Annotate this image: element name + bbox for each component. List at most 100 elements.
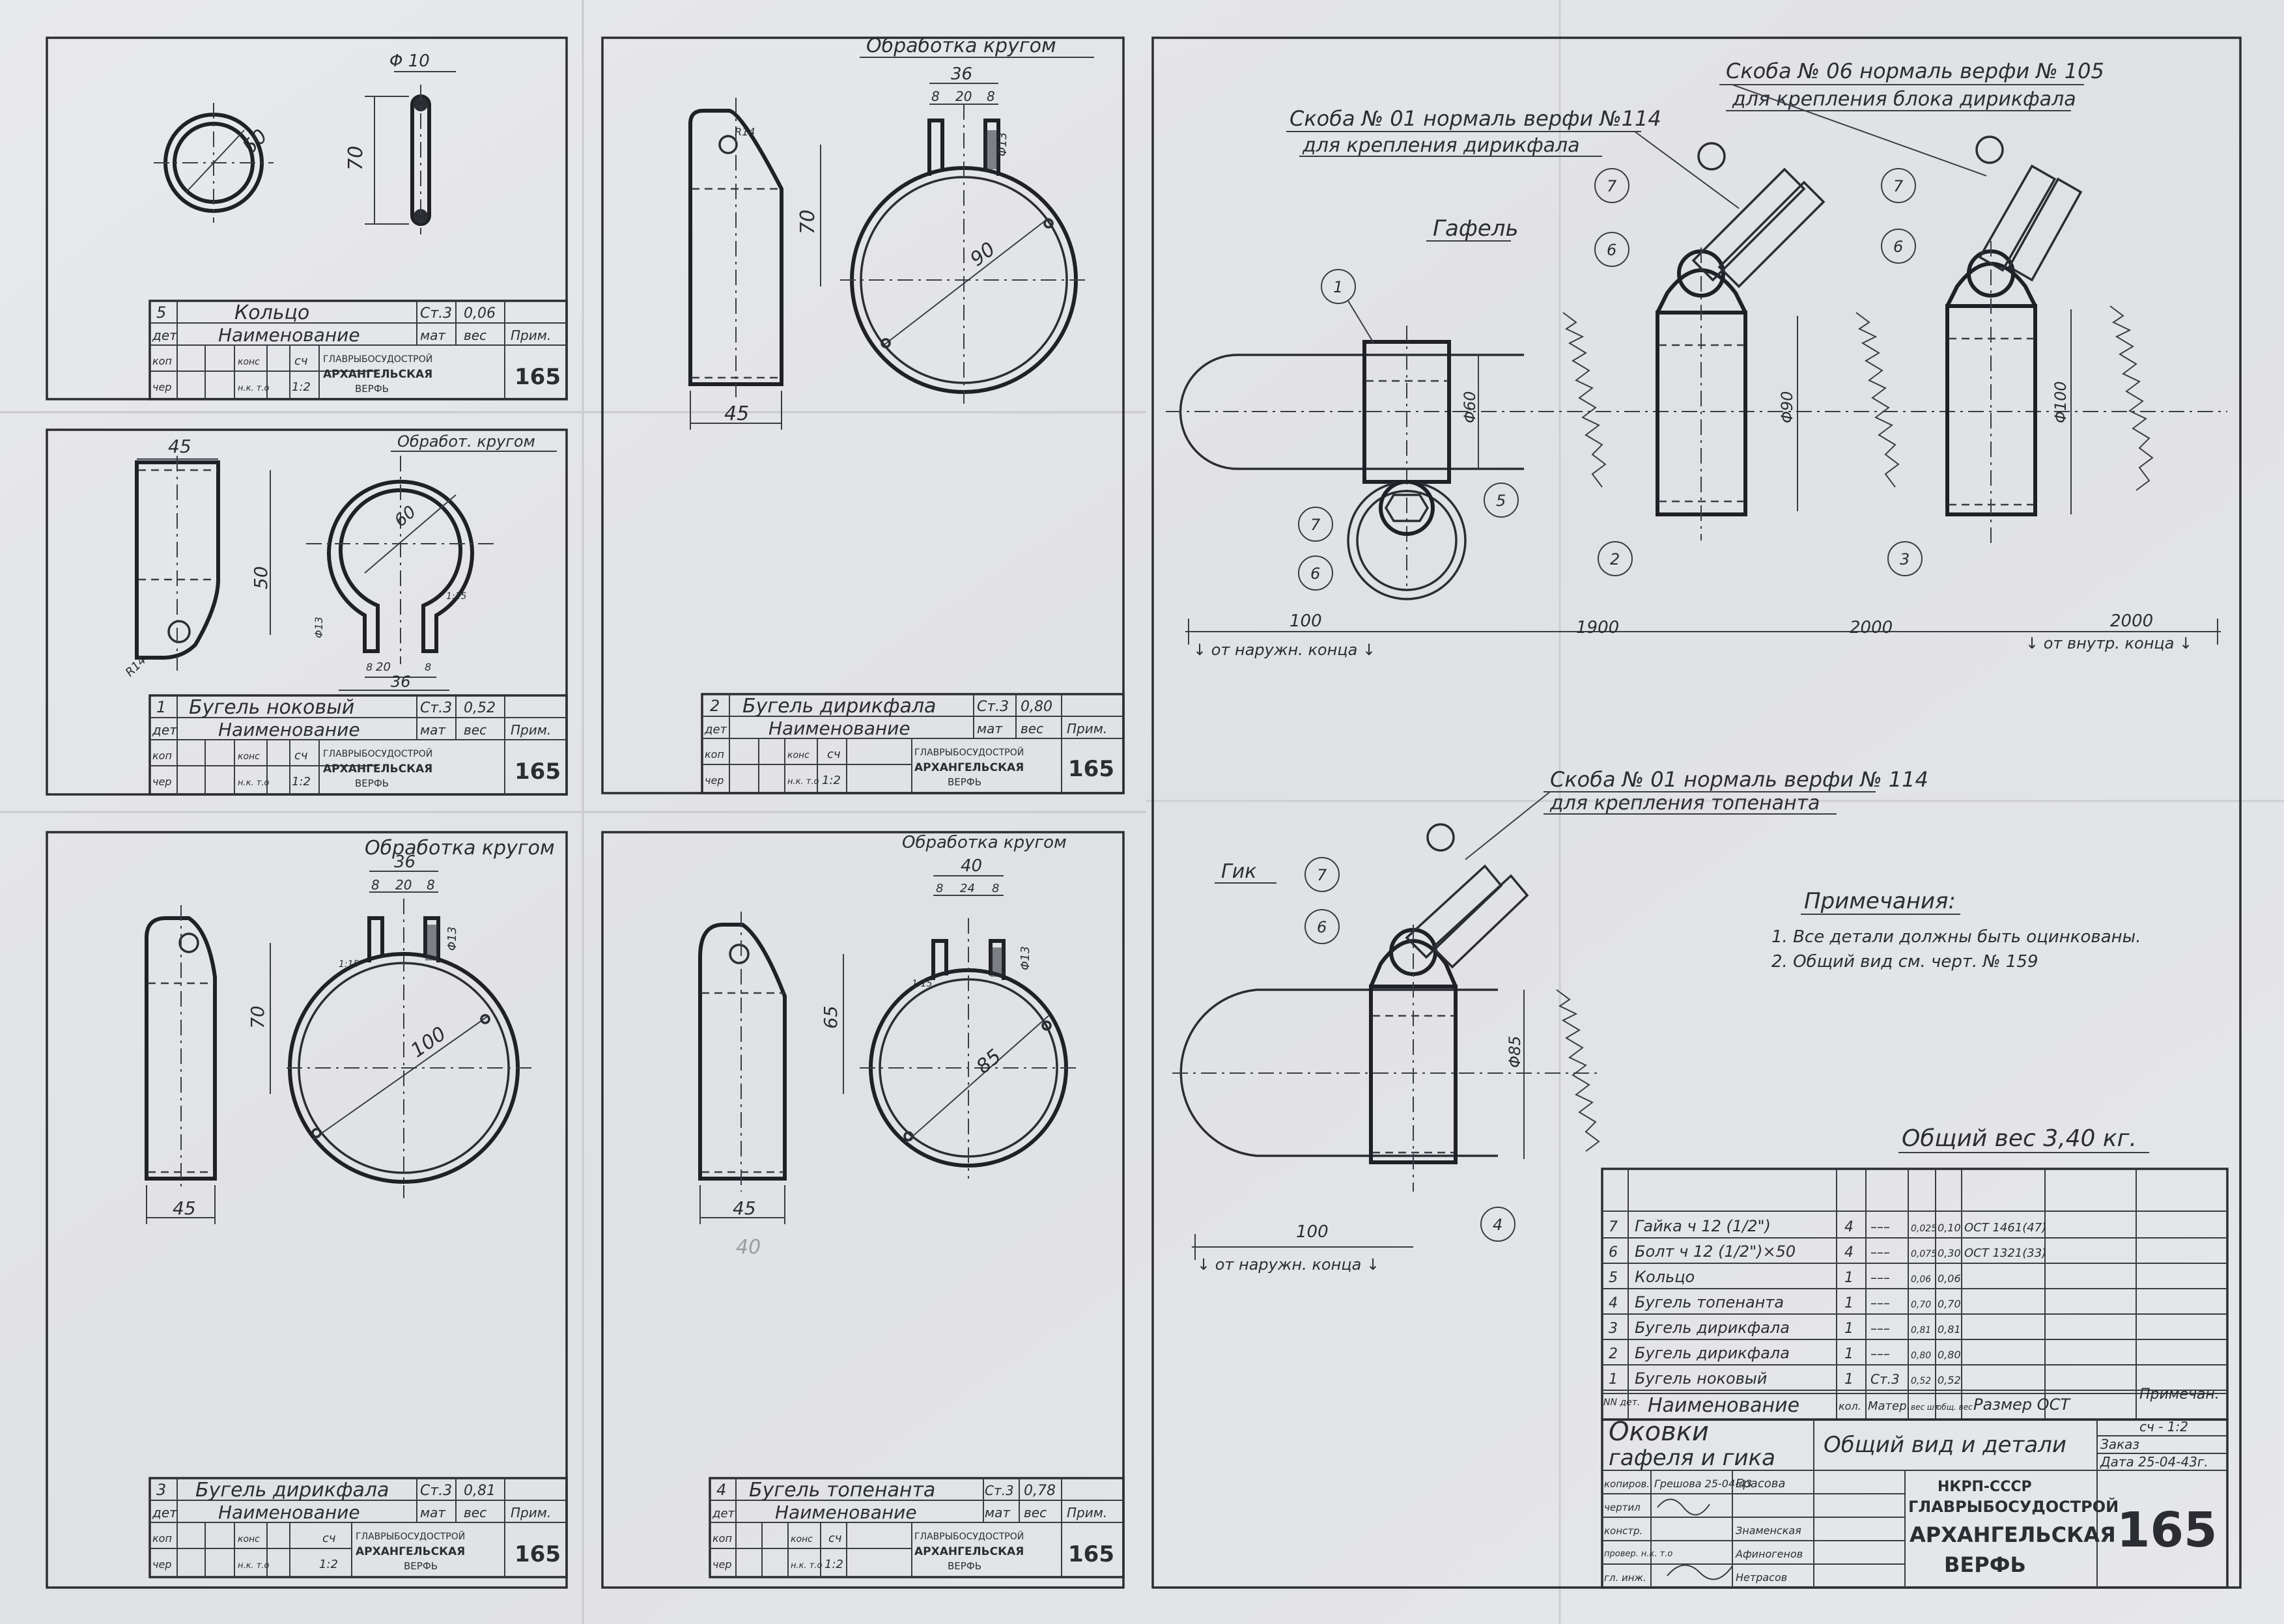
signer-name: Нетрасов xyxy=(1736,1571,1787,1584)
bom-header: общ. вес xyxy=(1937,1403,1973,1412)
stamp-label: чер xyxy=(712,1558,731,1571)
panel-part-5: 50 70 Φ 10 5 Кольцо Ст.3 0, xyxy=(46,36,568,400)
stamp-label: конс xyxy=(791,1534,813,1545)
balloon: 7 xyxy=(1298,507,1333,542)
stamp-part-no: 2 xyxy=(710,697,720,715)
balloon: 1 xyxy=(1321,269,1356,304)
callout-text: для крепления дирикфала xyxy=(1302,134,1580,157)
note-item: 1. Все детали должны быть оцинкованы. xyxy=(1771,927,2141,947)
stamp-label: н.к. т.о xyxy=(238,384,269,393)
bracket-side-view xyxy=(135,460,220,660)
svg-text:7: 7 xyxy=(1317,866,1327,884)
dim-text: 70 xyxy=(247,1005,268,1029)
svg-text:6: 6 xyxy=(1317,918,1327,936)
stamp-label: Наименование xyxy=(218,324,360,346)
ref-note: ↓ от наружн. конца ↓ xyxy=(1193,641,1375,659)
dim-text: Φ100 xyxy=(2051,381,2070,423)
bom-cell-name: Кольцо xyxy=(1635,1268,1695,1286)
balloon: 6 xyxy=(1881,229,1916,264)
stamp-org: ВЕРФЬ xyxy=(355,777,389,789)
dim-text: Φ13 xyxy=(996,132,1009,156)
title-stamp: 4 Бугель топенанта Ст.3 0,78 дет Наимено… xyxy=(709,1477,1125,1578)
dim-text: 8 xyxy=(427,877,435,893)
dim-text: 45 xyxy=(168,436,191,457)
role-label: чертил xyxy=(1604,1502,1641,1513)
stamp-org: ГЛАВРЫБОСУДОСТРОЙ xyxy=(914,1530,1024,1542)
stamp-label: сч xyxy=(294,354,308,368)
order-label: Заказ xyxy=(2100,1436,2139,1452)
bom-cell-mat: ––– xyxy=(1870,1295,1890,1311)
stamp-label: сч xyxy=(294,749,308,763)
stamp-label: Прим. xyxy=(511,1505,551,1520)
signer-name: Афиногенов xyxy=(1735,1548,1803,1560)
bom-cell-qty: 4 xyxy=(1844,1244,1854,1261)
stamp-label: конс xyxy=(787,750,810,761)
balloon: 6 xyxy=(1304,909,1340,944)
bom-cell-w1: 0,025 xyxy=(1911,1224,1937,1234)
org-label: ВЕРФЬ xyxy=(1944,1552,2026,1577)
org-label: ГЛАВРЫБОСУДОСТРОЙ xyxy=(1908,1497,2119,1516)
stamp-part-name: Бугель дирикфала xyxy=(195,1479,389,1502)
stamp-label: н.к. т.о xyxy=(238,778,269,788)
stamp-part-name: Бугель ноковый xyxy=(189,696,354,719)
dim-text: 20 xyxy=(395,877,412,893)
dim-text: 20 xyxy=(955,89,972,104)
dim-text: 65 xyxy=(820,1005,841,1029)
stamp-org: ГЛАВРЫБОСУДОСТРОЙ xyxy=(356,1530,465,1542)
stamp-label: вес xyxy=(1024,1505,1047,1520)
stamp-weight: 0,81 xyxy=(464,1483,496,1499)
sheet-number: 165 xyxy=(1068,756,1114,782)
stamp-label: сч xyxy=(827,748,841,761)
dim-text: Φ13 xyxy=(313,617,325,638)
stamp-label: мат xyxy=(420,1505,446,1520)
callout-text: Скоба № 01 нормаль верфи № 114 xyxy=(1550,767,1928,792)
nut-6 xyxy=(1379,480,1435,536)
stamp-label: коп xyxy=(152,749,172,762)
role-label: констр. xyxy=(1604,1525,1643,1537)
bom-cell-qty: 1 xyxy=(1844,1321,1854,1337)
dim-text: 8 xyxy=(371,877,380,893)
ref-note: ↓ от наружн. конца ↓ xyxy=(1197,1255,1379,1274)
bom-cell-ost: ОСТ 1461(47) xyxy=(1964,1221,2046,1235)
bom-header: Наименование xyxy=(1648,1394,1799,1417)
dim-text: Φ85 xyxy=(1506,1036,1524,1068)
stamp-mat: Ст.3 xyxy=(985,1483,1014,1498)
stamp-label: конс xyxy=(238,1534,260,1545)
dim-text: Φ90 xyxy=(1778,391,1796,423)
drawing-title: гафеля и гика xyxy=(1609,1445,1775,1471)
balloon: 2 xyxy=(1598,541,1633,576)
clamp-ring xyxy=(327,479,474,653)
stamp-part-name: Бугель дирикфала xyxy=(742,695,936,718)
dim-text: 45 xyxy=(173,1197,196,1219)
stamp-org: АРХАНГЕЛЬСКАЯ xyxy=(356,1545,465,1558)
stamp-org: АРХАНГЕЛЬСКАЯ xyxy=(323,368,432,381)
process-note: Обработка кругом xyxy=(365,837,555,860)
dim-text: R14 xyxy=(735,126,755,138)
stamp-org: ВЕРФЬ xyxy=(404,1560,438,1572)
callout-text: Скоба № 06 нормаль верфи № 105 xyxy=(1726,59,2104,83)
panel-part-1: Обработ. кругом 45 50 R14 60 20 8 8 36 Φ… xyxy=(46,428,568,796)
stamp-label: Наименование xyxy=(775,1502,917,1523)
stamp-label: дет xyxy=(152,328,178,343)
dim-text: 8 xyxy=(936,882,943,895)
dim-text: 1900 xyxy=(1576,618,1619,637)
bom-cell-name: Бугель дирикфала xyxy=(1635,1319,1790,1337)
balloon: 4 xyxy=(1480,1207,1516,1242)
svg-text:4: 4 xyxy=(1493,1216,1502,1234)
bom-cell-w2: 0,10 xyxy=(1938,1222,1961,1234)
title-stamp: 1 Бугель ноковый Ст.3 0,52 дет Наименова… xyxy=(148,694,568,796)
bom-cell-w1: 0,70 xyxy=(1911,1300,1931,1310)
stamp-org: АРХАНГЕЛЬСКАЯ xyxy=(914,761,1024,774)
bom-cell-no: 3 xyxy=(1609,1321,1618,1337)
bom-cell-name: Гайка ч 12 (1/2") xyxy=(1635,1217,1771,1235)
stamp-label: сч xyxy=(828,1532,842,1545)
dim-text: 8 xyxy=(931,89,940,104)
bom-cell-no: 4 xyxy=(1609,1295,1618,1311)
bom-cell-w2: 0,80 xyxy=(1938,1349,1961,1361)
dim-text: 100 xyxy=(1290,611,1322,631)
stamp-label: Прим. xyxy=(1067,721,1107,736)
notes-title: Примечания: xyxy=(1804,888,1956,914)
svg-text:5: 5 xyxy=(1496,492,1506,510)
dim-text: 100 xyxy=(1296,1222,1329,1242)
